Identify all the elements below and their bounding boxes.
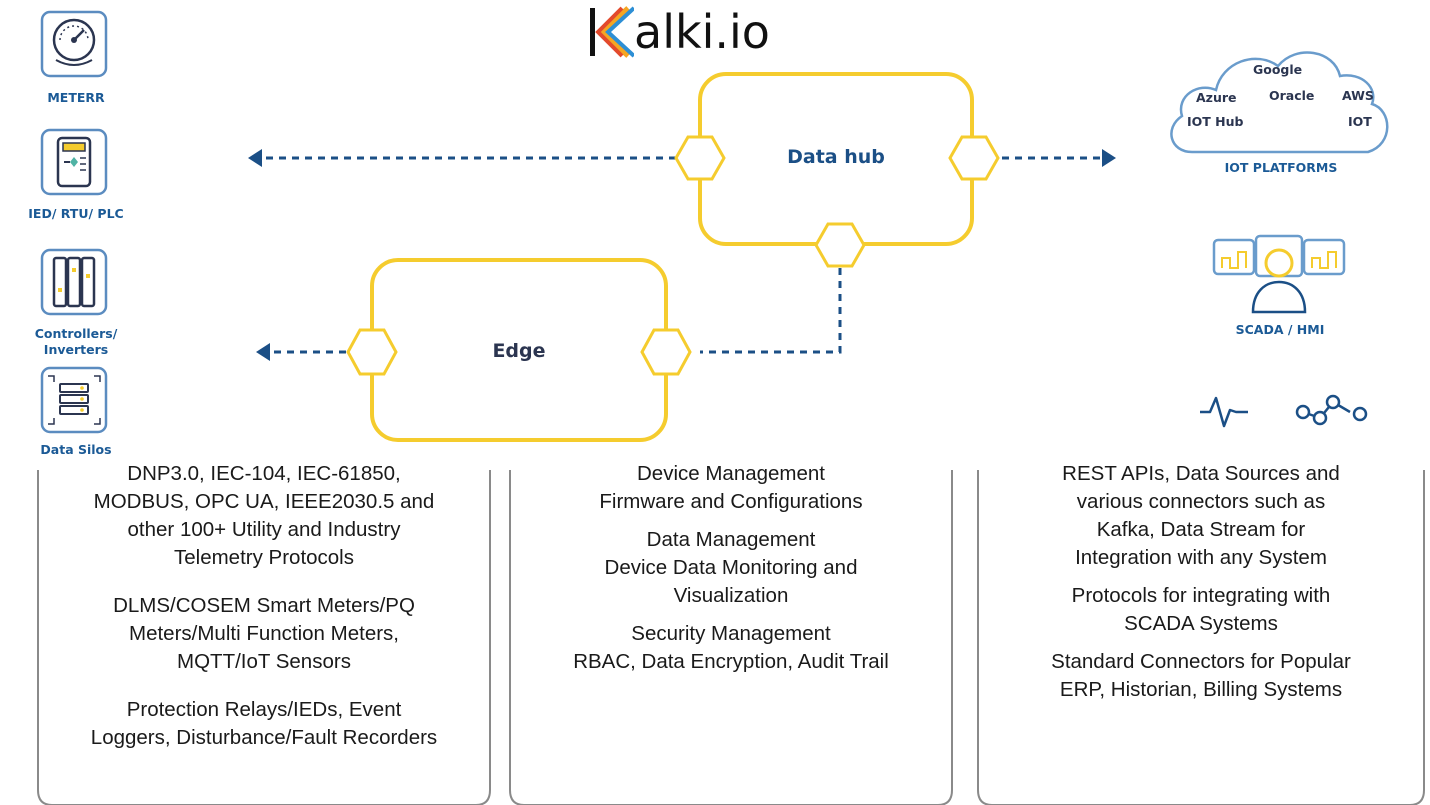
panel-line: Meters/Multi Function Meters, bbox=[129, 622, 399, 645]
cloud-oracle: Oracle bbox=[1269, 88, 1315, 103]
cloud-iot-hub: IOT Hub bbox=[1187, 114, 1244, 129]
cloud-icon bbox=[1170, 51, 1389, 154]
middle-panel-group-1: Device Management Firmware and Configura… bbox=[512, 460, 950, 516]
panel-line: ERP, Historian, Billing Systems bbox=[1059, 678, 1343, 701]
edge-right-port bbox=[640, 328, 692, 376]
kalki-logo: alki.io bbox=[588, 2, 770, 62]
left-panel-border bbox=[37, 470, 491, 805]
middle-panel-group-3: Security Management RBAC, Data Encryptio… bbox=[512, 620, 950, 676]
panel-line: Device Management bbox=[636, 462, 825, 485]
panel-line: Telemetry Protocols bbox=[173, 546, 354, 569]
device-ied bbox=[40, 128, 112, 201]
panel-line: Visualization bbox=[673, 584, 789, 607]
hub-bottom-port bbox=[814, 222, 866, 268]
right-panel: REST APIs, Data Sources and various conn… bbox=[980, 460, 1422, 805]
meter-gauge-icon bbox=[40, 10, 108, 78]
logo-text: alki.io bbox=[634, 5, 770, 59]
panel-line: RBAC, Data Encryption, Audit Trail bbox=[573, 650, 889, 673]
waveform-icon bbox=[1200, 396, 1248, 428]
panel-line: Integration with any System bbox=[1075, 546, 1327, 569]
panel-line: Device Data Monitoring and bbox=[604, 556, 858, 579]
device-label-meter: METERR bbox=[47, 90, 105, 105]
device-label-controller-line1: Controllers/ bbox=[34, 326, 118, 341]
panel-line: Kafka, Data Stream for bbox=[1096, 518, 1306, 541]
panel-line: various connectors such as bbox=[1076, 490, 1326, 513]
hub-right-port bbox=[948, 135, 1000, 181]
panel-line: Loggers, Disturbance/Fault Recorders bbox=[90, 726, 438, 749]
cloud-google: Google bbox=[1253, 62, 1303, 77]
right-panel-group-3: Standard Connectors for Popular ERP, His… bbox=[980, 648, 1422, 704]
hub-left-arrowhead bbox=[248, 149, 262, 167]
logo-k-mark-icon bbox=[590, 6, 634, 58]
right-panel-group-1: REST APIs, Data Sources and various conn… bbox=[980, 460, 1422, 572]
edge-left-arrowhead bbox=[256, 343, 270, 361]
middle-panel-border bbox=[509, 470, 953, 805]
data-silos-server-icon bbox=[40, 366, 108, 434]
hub-left-port bbox=[674, 135, 726, 181]
middle-panel: Device Management Firmware and Configura… bbox=[512, 460, 950, 805]
scada-hmi-label: SCADA / HMI bbox=[1235, 322, 1325, 337]
controller-inverter-icon bbox=[40, 248, 108, 316]
ied-rtu-plc-icon bbox=[40, 128, 108, 196]
device-controller bbox=[40, 248, 112, 321]
panel-line: Protection Relays/IEDs, Event bbox=[126, 698, 402, 721]
panel-line: Data Management bbox=[646, 528, 816, 551]
device-label-controller-line2: Inverters bbox=[43, 342, 109, 357]
panel-line: Security Management bbox=[631, 622, 831, 645]
edge-left-port bbox=[346, 328, 398, 376]
left-panel: DNP3.0, IEC-104, IEC-61850, MODBUS, OPC … bbox=[40, 460, 488, 805]
cloud-azure: Azure bbox=[1196, 90, 1237, 105]
panel-line: Firmware and Configurations bbox=[599, 490, 863, 513]
panel-line: MQTT/IoT Sensors bbox=[177, 650, 351, 673]
edge-label: Edge bbox=[492, 340, 546, 362]
right-panel-group-2: Protocols for integrating with SCADA Sys… bbox=[980, 582, 1422, 638]
connected-nodes-icon bbox=[1295, 394, 1368, 426]
scada-hmi-operator-icon bbox=[1212, 234, 1346, 314]
cloud-iot: IOT bbox=[1348, 114, 1372, 129]
panel-line: MODBUS, OPC UA, IEEE2030.5 and bbox=[93, 490, 435, 513]
panel-line: REST APIs, Data Sources and bbox=[1062, 462, 1340, 485]
device-meter bbox=[40, 10, 112, 83]
right-panel-border bbox=[977, 470, 1425, 805]
device-label-data-silos: Data Silos bbox=[40, 442, 112, 457]
left-panel-group-1: DNP3.0, IEC-104, IEC-61850, MODBUS, OPC … bbox=[40, 460, 488, 572]
left-panel-group-3: Protection Relays/IEDs, Event Loggers, D… bbox=[40, 696, 488, 752]
hub-right-arrowhead bbox=[1102, 149, 1116, 167]
device-label-controller: Controllers/ Inverters bbox=[20, 326, 132, 358]
middle-panel-group-2: Data Management Device Data Monitoring a… bbox=[512, 526, 950, 610]
cloud-aws: AWS bbox=[1342, 88, 1374, 103]
panel-line: SCADA Systems bbox=[1124, 612, 1278, 635]
panel-line: Standard Connectors for Popular bbox=[1051, 650, 1351, 673]
data-hub-label: Data hub bbox=[787, 146, 885, 168]
iot-platforms-label: IOT PLATFORMS bbox=[1224, 160, 1338, 175]
hub-edge-connector bbox=[700, 268, 842, 354]
panel-line: Protocols for integrating with bbox=[1071, 584, 1331, 607]
device-data-silos bbox=[40, 366, 112, 439]
panel-line: DNP3.0, IEC-104, IEC-61850, bbox=[127, 462, 401, 485]
panel-line: DLMS/COSEM Smart Meters/PQ bbox=[113, 594, 415, 617]
left-panel-group-2: DLMS/COSEM Smart Meters/PQ Meters/Multi … bbox=[40, 592, 488, 676]
panel-line: other 100+ Utility and Industry bbox=[127, 518, 401, 541]
device-label-ied: IED/ RTU/ PLC bbox=[28, 206, 124, 221]
